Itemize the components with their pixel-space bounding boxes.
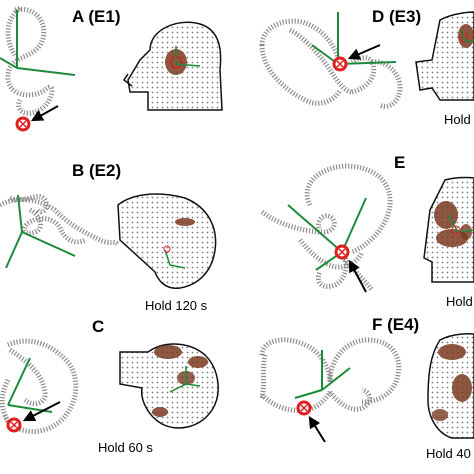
panel-c-label: C bbox=[92, 317, 104, 336]
panel-e-marker bbox=[334, 244, 350, 260]
panel-d-hold: Hold bbox=[444, 112, 471, 127]
panel-f-vectors bbox=[294, 350, 351, 399]
panel-c-marker bbox=[6, 417, 22, 433]
panel-e-label: E bbox=[394, 153, 405, 172]
panel-a: A (E1) bbox=[0, 6, 223, 132]
panel-f-hold: Hold 40 bbox=[426, 446, 471, 461]
panel-f-label: F (E4) bbox=[372, 315, 419, 334]
panel-b-hold: Hold 120 s bbox=[145, 298, 208, 313]
panel-a-label: A (E1) bbox=[72, 7, 121, 26]
panel-b-head bbox=[117, 193, 217, 289]
panel-f-trajectory bbox=[259, 337, 402, 413]
panel-c: C Hold 60 s bbox=[0, 317, 219, 455]
panel-b-vectors bbox=[5, 194, 76, 269]
panel-f-marker bbox=[296, 400, 312, 416]
panel-d-arrow bbox=[347, 44, 381, 60]
panel-f-head bbox=[427, 333, 474, 439]
panel-d: D (E3) Hold bbox=[259, 7, 474, 127]
panel-a-marker bbox=[15, 116, 31, 132]
panel-c-head bbox=[119, 343, 219, 429]
panel-d-trajectory bbox=[259, 18, 403, 109]
panel-e-hold: Hold bbox=[446, 294, 473, 309]
panel-e-arrow bbox=[348, 259, 367, 293]
panel-b-trajectory bbox=[0, 193, 121, 247]
panel-a-vectors bbox=[0, 10, 76, 76]
panel-d-label: D (E3) bbox=[372, 7, 421, 26]
panel-e-trajectory bbox=[260, 163, 393, 292]
panel-c-trajectory bbox=[0, 338, 79, 435]
panel-e-head bbox=[423, 176, 474, 283]
panel-a-arrow bbox=[30, 105, 59, 122]
panel-a-trajectory bbox=[5, 6, 55, 116]
panel-c-arrow bbox=[22, 401, 61, 422]
panel-d-head bbox=[415, 11, 474, 101]
panel-c-hold: Hold 60 s bbox=[98, 440, 153, 455]
panel-f-arrow bbox=[308, 415, 326, 443]
panel-f: F (E4) Hold 40 bbox=[259, 315, 474, 461]
panel-e: E Hold bbox=[260, 153, 474, 309]
panel-d-marker bbox=[332, 56, 348, 72]
panel-b: B (E2) Hold 120 s bbox=[0, 161, 217, 313]
panel-a-head bbox=[122, 21, 223, 111]
panel-b-label: B (E2) bbox=[72, 161, 121, 180]
